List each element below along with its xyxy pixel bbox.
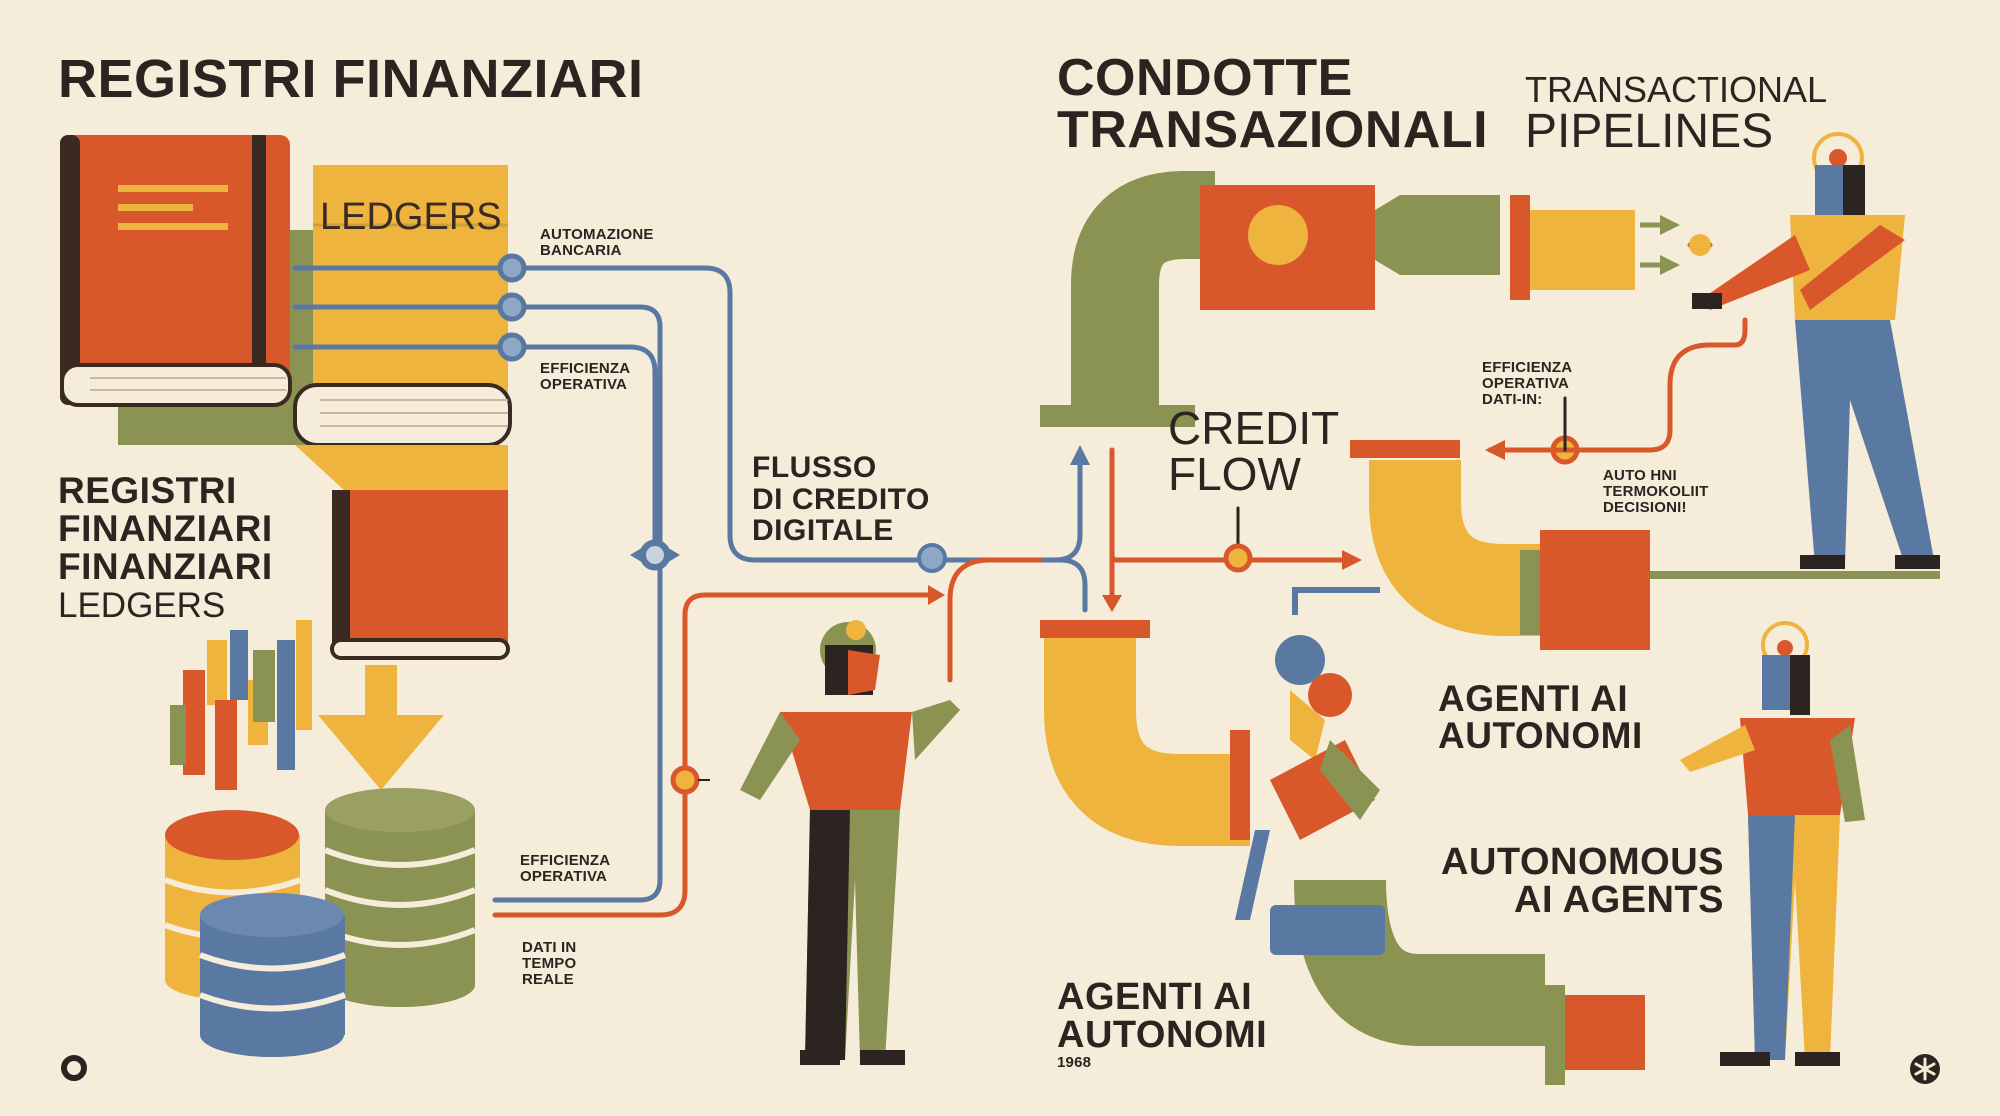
label-efficienza-operativa-top: EFFICIENZA OPERATIVA bbox=[540, 360, 631, 393]
pipeline-top bbox=[1040, 171, 1711, 427]
label-agenti-ai-right: AGENTI AI AUTONOMI bbox=[1438, 678, 1643, 756]
circle-icon bbox=[58, 1036, 88, 1081]
label-flusso-di-credito: FLUSSO DI CREDITO DIGITALE bbox=[752, 451, 930, 547]
bar-chart-icon bbox=[170, 620, 312, 790]
person-figure-center bbox=[740, 620, 960, 1065]
label-dati-in-tempo-reale: DATI IN TEMPO REALE bbox=[522, 939, 577, 988]
label-efficienza-operativa-bottom: EFFICIENZA OPERATIVA bbox=[520, 852, 611, 885]
person-figure-bottom-right bbox=[1680, 621, 1865, 1066]
right-title-english-2: PIPELINES bbox=[1525, 105, 1774, 158]
right-title-italian: CONDOTTE TRANSAZIONALI bbox=[1057, 49, 1489, 159]
label-efficienza-dati-in: EFFICIENZA OPERATIVA DATI-IN: bbox=[1482, 359, 1573, 408]
person-figure-top-right bbox=[1692, 132, 1940, 569]
label-auto-decisioni: AUTO HNI TERMOKOLIIT DECISIONI! bbox=[1603, 467, 1709, 516]
label-agenti-ai-bottom: AGENTI AI AUTONOMI bbox=[1057, 976, 1268, 1056]
ledger-books-icon bbox=[60, 135, 512, 790]
side-title-line-3: FINANZIARI bbox=[58, 546, 273, 587]
label-credit-flow: CREDIT FLOW bbox=[1168, 402, 1340, 500]
left-title: REGISTRI FINANZIARI bbox=[58, 49, 644, 109]
right-title-english-1: TRANSACTIONAL bbox=[1525, 69, 1828, 110]
person-figure-pipe-worker bbox=[1235, 587, 1385, 955]
side-title-line-2: FINANZIARI bbox=[58, 508, 273, 549]
label-automazione-bancaria: AUTOMAZIONE BANCARIA bbox=[540, 226, 654, 259]
side-title-line-1: REGISTRI bbox=[58, 470, 237, 511]
side-title-line-4: LEDGERS bbox=[58, 586, 226, 625]
data-network-lines bbox=[292, 265, 1348, 918]
asterisk-icon bbox=[1908, 1036, 1942, 1084]
label-year: 1968 bbox=[1057, 1054, 1092, 1071]
database-stack-icon bbox=[163, 788, 477, 1057]
label-autonomous-ai-agents: AUTONOMOUS AI AGENTS bbox=[1441, 841, 1724, 921]
pipeline-middle bbox=[1350, 440, 1940, 650]
ledgers-book-label: LEDGERS bbox=[320, 196, 502, 238]
